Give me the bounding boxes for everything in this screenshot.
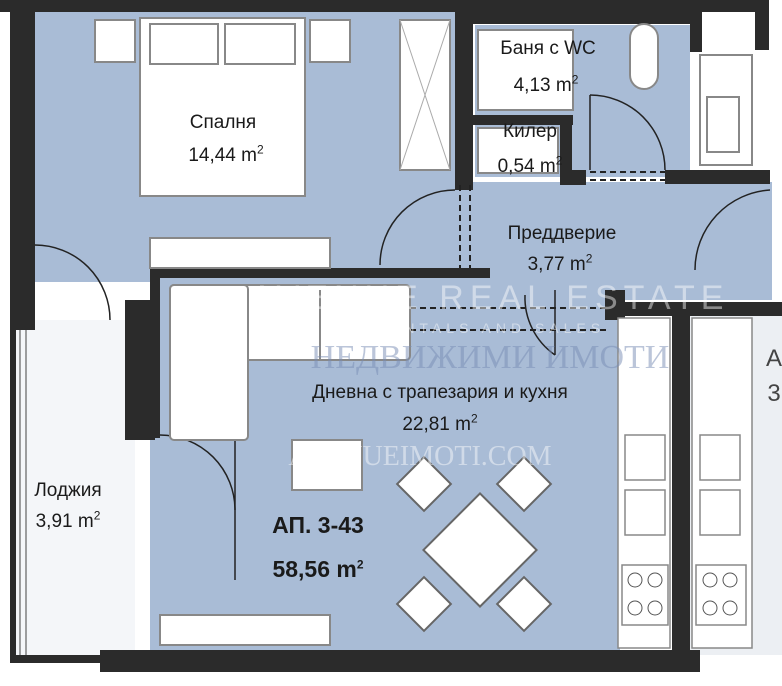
watermark-line3: НЕДВИЖИМИ ИМОТИ bbox=[310, 339, 670, 376]
bathroom-area: 4,13 m2 bbox=[513, 72, 579, 96]
kitchen-units bbox=[617, 317, 753, 649]
watermark-line2: RENTALS AND SALES bbox=[374, 320, 606, 336]
hall-area: 3,77 m2 bbox=[527, 251, 593, 275]
bedroom-name: Спалня bbox=[189, 112, 257, 133]
doors bbox=[34, 94, 771, 580]
neighbor-label: А bbox=[765, 345, 782, 372]
sofa bbox=[159, 284, 411, 646]
apartment-number: АП. 3-43 bbox=[272, 512, 364, 538]
living-name: Дневна с трапезария и кухня bbox=[312, 382, 568, 403]
loggia-name: Лоджия bbox=[34, 480, 102, 501]
loggia-area: 3,91 m2 bbox=[35, 508, 101, 532]
walls bbox=[0, 0, 782, 672]
bathroom-name: Баня с WC bbox=[500, 38, 596, 59]
bedroom-area: 14,44 m2 bbox=[188, 142, 264, 166]
loggia-railing bbox=[19, 330, 27, 655]
apartment-area: 58,56 m2 bbox=[272, 556, 364, 582]
closet-area: 0,54 m2 bbox=[497, 153, 563, 177]
dining-table bbox=[395, 455, 553, 633]
watermark-line1: AVENUE REAL ESTATE bbox=[250, 279, 730, 317]
neighbor-number: 3 bbox=[767, 380, 781, 407]
stove-burners bbox=[627, 572, 738, 616]
wardrobe-cross bbox=[399, 19, 451, 171]
living-area: 22,81 m2 bbox=[402, 411, 478, 435]
closet-name: Килер bbox=[503, 121, 557, 142]
watermark-line4: AVENUEIMOTI.COM bbox=[288, 441, 552, 472]
loggia-floor bbox=[15, 320, 135, 660]
bathroom-fixtures bbox=[477, 23, 753, 174]
hall-name: Преддверие bbox=[507, 223, 617, 244]
